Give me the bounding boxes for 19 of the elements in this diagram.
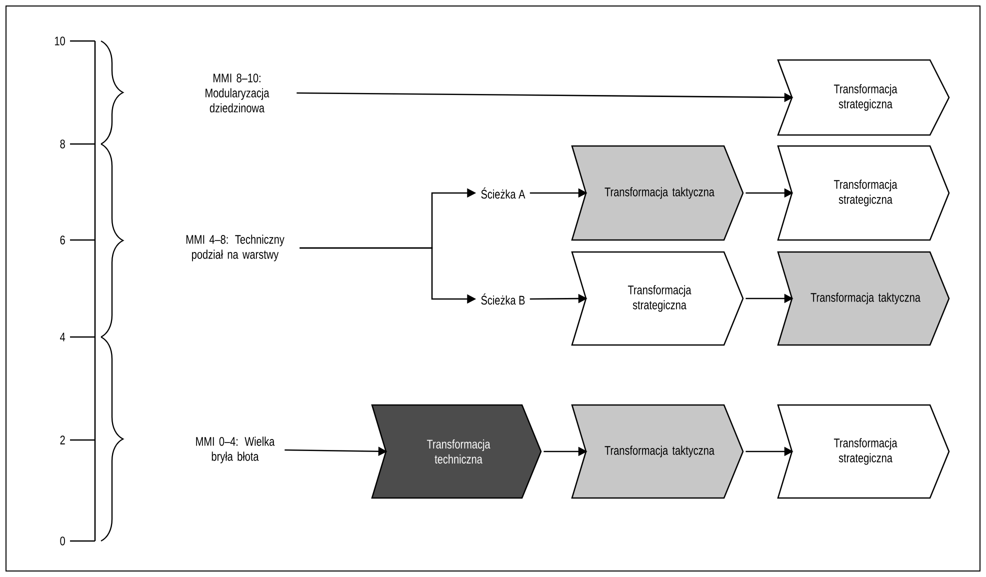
chevron-box: Transformacja taktyczna <box>571 404 744 499</box>
stage-label: Ścieżka A <box>481 187 526 199</box>
stage-label: MMI 0–4: Wielka bryła błota <box>196 436 275 464</box>
chevron-box: Transformacja strategiczna <box>777 145 950 241</box>
stage-label: Ścieżka B <box>481 293 525 305</box>
stage-label: MMI 4–8: Techniczny podział na warstwy <box>186 234 284 262</box>
chevron-box: Transformacja taktyczna <box>571 145 744 241</box>
chevron-box: Transformacja strategiczna <box>777 59 950 136</box>
tick-label: 4 <box>60 332 66 342</box>
stage-label: MMI 8–10: Modularyzacja dziedzinowa <box>206 74 270 112</box>
chevron-box: Transformacja strategiczna <box>571 251 744 346</box>
tick-label: 8 <box>60 140 65 148</box>
chevron-box: Transformacja techniczna <box>371 404 542 499</box>
chevron-box: Transformacja strategiczna <box>777 404 950 499</box>
tick-label: 0 <box>60 536 65 546</box>
tick-label: 2 <box>60 436 65 444</box>
chevron-box: Transformacja taktyczna <box>777 251 950 346</box>
tick-label: 10 <box>55 36 65 46</box>
tick-label: 6 <box>60 236 65 244</box>
